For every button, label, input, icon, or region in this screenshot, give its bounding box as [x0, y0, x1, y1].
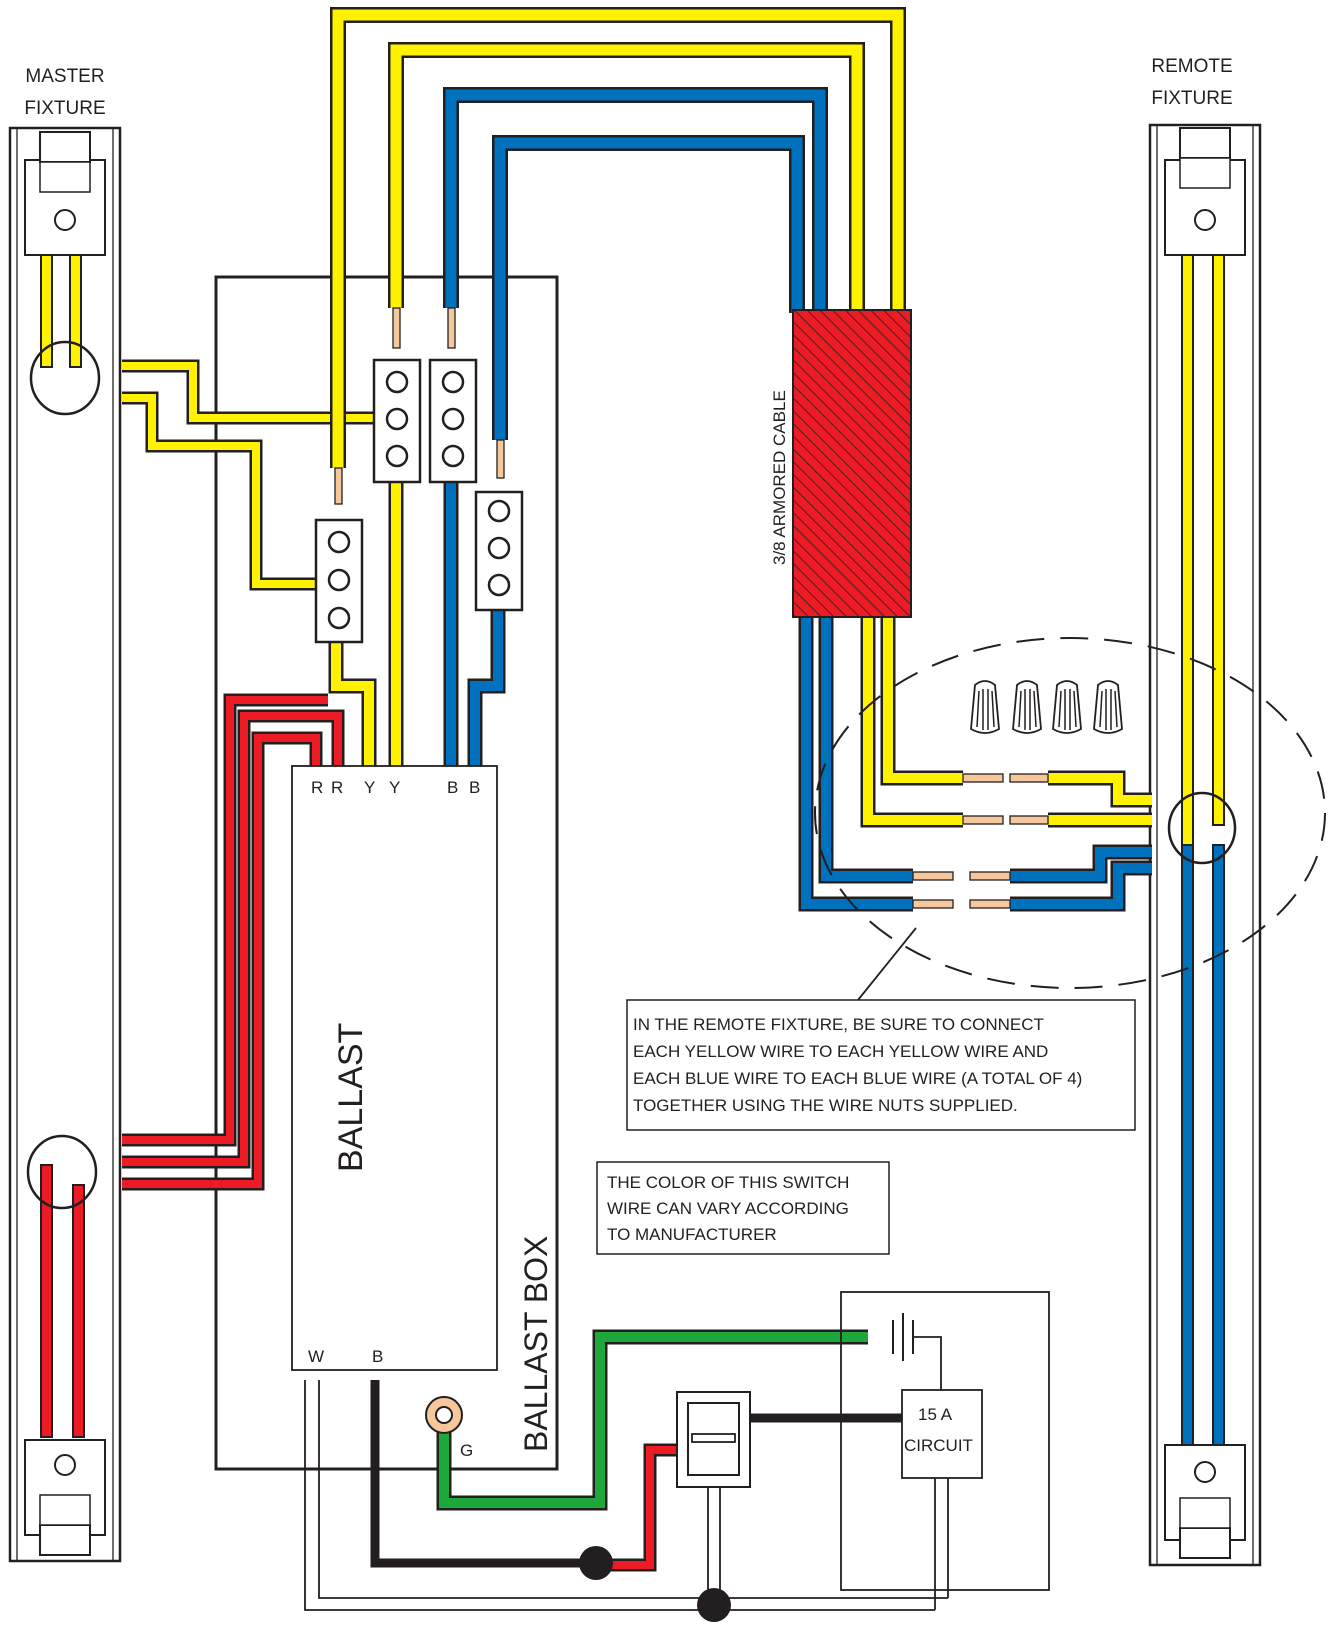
master-bottom-splice	[26, 1134, 98, 1210]
wall-switch	[676, 1391, 751, 1488]
master-bottom-lampholder	[24, 1439, 106, 1556]
switch-note-line: TO MANUFACTURER	[607, 1225, 777, 1244]
master-fixture-label-1: MASTER	[25, 66, 104, 87]
remote-top-lampholder	[1164, 127, 1246, 256]
remote-note-line: EACH YELLOW WIRE TO EACH YELLOW WIRE AND	[633, 1042, 1048, 1061]
master-fixture-label-2: FIXTURE	[24, 98, 105, 119]
remote-note-line: IN THE REMOTE FIXTURE, BE SURE TO CONNEC…	[633, 1015, 1044, 1034]
ballast-label: BALLAST	[332, 1023, 370, 1172]
ballast: R R Y Y B B BALLAST W B	[291, 765, 498, 1371]
splice-callout-dashed	[814, 637, 1326, 989]
ground-label: G	[460, 1441, 473, 1460]
remote-fixture-note: IN THE REMOTE FIXTURE, BE SURE TO CONNEC…	[626, 999, 1136, 1131]
ballast-terminal-b: B	[372, 1347, 383, 1366]
switch-wire-note: THE COLOR OF THIS SWITCH WIRE CAN VARY A…	[596, 1161, 890, 1255]
armored-cable	[792, 309, 912, 618]
circuit-breaker	[901, 1389, 983, 1479]
terminal-block-yellow-upper	[372, 358, 422, 484]
ballast-terminal-w: W	[308, 1347, 324, 1366]
circuit-line1: 15 A	[918, 1405, 953, 1424]
remote-bottom-lampholder	[1164, 1444, 1246, 1559]
terminal-blocks	[314, 307, 524, 644]
ballast-box-label: BALLAST BOX	[518, 1236, 554, 1452]
remote-splice	[1167, 791, 1237, 865]
junction-dot	[697, 1588, 731, 1622]
ballast-terminal-r2: R	[331, 778, 343, 797]
master-top-lampholder	[24, 131, 106, 256]
circuit-line2: CIRCUIT	[904, 1436, 973, 1455]
terminal-block-blue-lower	[474, 490, 524, 612]
wire-nut-icon	[1093, 680, 1123, 734]
wire-nut-detail	[814, 637, 1326, 1001]
terminal-block-yellow-lower	[314, 518, 364, 644]
master-top-splice	[29, 340, 101, 416]
remote-note-line: EACH BLUE WIRE TO EACH BLUE WIRE (A TOTA…	[633, 1069, 1082, 1088]
master-fixture	[8, 126, 122, 1563]
ballast-terminal-b1: B	[447, 778, 458, 797]
ballast-terminal-r1: R	[311, 778, 323, 797]
remote-note-line: TOGETHER USING THE WIRE NUTS SUPPLIED.	[633, 1096, 1018, 1115]
ballast-terminal-b2: B	[469, 778, 480, 797]
ballast-terminal-y2: Y	[389, 778, 400, 797]
switch-note-line: WIRE CAN VARY ACCORDING	[607, 1199, 849, 1218]
armored-cable-label: 3/8 ARMORED CABLE	[770, 390, 789, 565]
junction-dot	[579, 1546, 613, 1580]
terminal-block-blue-upper	[428, 358, 478, 484]
remote-fixture-label-2: FIXTURE	[1151, 88, 1232, 109]
callout-leader-line	[857, 927, 917, 1001]
wire-nut-icon	[1052, 680, 1082, 734]
wire-nut-icon	[1012, 680, 1042, 734]
ballast-box	[214, 275, 559, 1471]
wire-harness	[122, 7, 1152, 1611]
switch-note-line: THE COLOR OF THIS SWITCH	[607, 1173, 849, 1192]
ballast-terminal-y1: Y	[364, 778, 375, 797]
remote-fixture-label-1: REMOTE	[1151, 56, 1232, 77]
ground-screw-icon	[425, 1396, 463, 1434]
remote-fixture	[1148, 123, 1262, 1567]
panel-enclosure	[840, 1291, 1050, 1591]
ground-symbol-icon	[892, 1313, 914, 1361]
wire-nut-icon	[970, 680, 1000, 734]
